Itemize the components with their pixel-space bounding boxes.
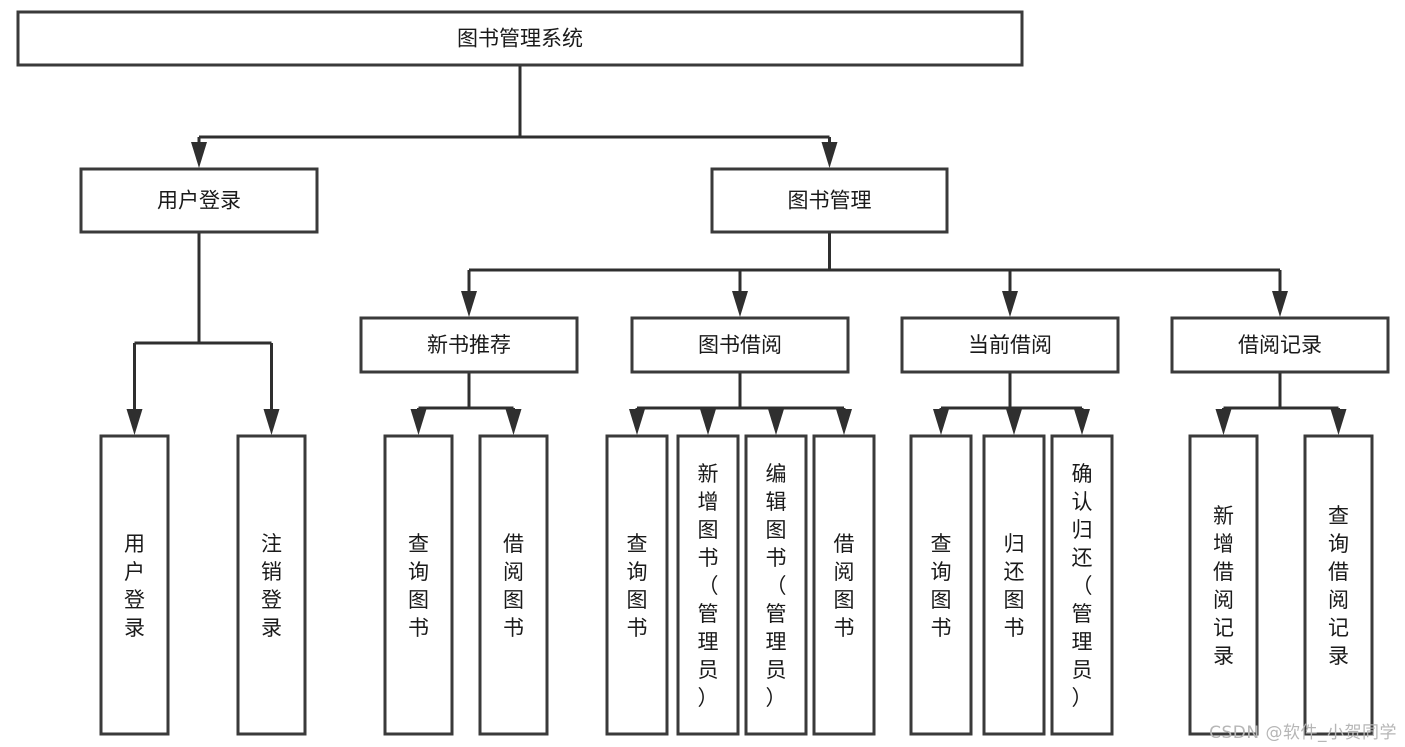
arrow-head-icon xyxy=(1215,409,1232,435)
arrow-head-icon xyxy=(768,409,784,435)
node-user-login[interactable]: 用户登录 xyxy=(79,167,319,234)
node-label: 查询图书 xyxy=(931,532,952,640)
arrow-head-icon xyxy=(1330,409,1347,435)
node-label: 借阅图书 xyxy=(834,532,855,640)
node-label: 查询借阅记录 xyxy=(1328,504,1349,668)
arrow-head-icon xyxy=(1006,409,1022,435)
arrow-head-icon xyxy=(732,291,748,317)
arrow-head-icon xyxy=(410,409,427,435)
node-new-book-rec[interactable]: 新书推荐 xyxy=(359,316,579,374)
node-leaf-edit-book[interactable]: 编辑图书（管理员） xyxy=(744,434,808,736)
arrow-head-icon xyxy=(1074,409,1090,435)
node-box xyxy=(478,434,549,736)
node-leaf-add-book[interactable]: 新增图书（管理员） xyxy=(676,434,740,736)
node-borrow-record[interactable]: 借阅记录 xyxy=(1170,316,1390,374)
node-label: 图书管理系统 xyxy=(457,27,583,51)
node-box xyxy=(99,434,170,736)
arrow-head-icon xyxy=(933,409,949,435)
arrow-head-icon xyxy=(1272,291,1288,317)
node-book-borrow[interactable]: 图书借阅 xyxy=(630,316,850,374)
node-label: 当前借阅 xyxy=(968,333,1052,357)
node-box xyxy=(359,316,579,374)
node-label: 编辑图书（管理员） xyxy=(766,462,787,710)
arrow-head-icon xyxy=(263,409,280,435)
node-box xyxy=(744,434,808,736)
node-label: 新增借阅记录 xyxy=(1213,504,1234,668)
arrow-head-icon xyxy=(191,142,207,168)
node-box xyxy=(1303,434,1374,736)
arrow-head-icon xyxy=(1002,291,1018,317)
node-leaf-add-record[interactable]: 新增借阅记录 xyxy=(1188,434,1259,736)
node-box xyxy=(900,316,1120,374)
node-label: 用户登录 xyxy=(157,189,241,213)
node-box xyxy=(812,434,876,736)
node-book-manage[interactable]: 图书管理 xyxy=(710,167,949,234)
arrow-head-icon xyxy=(126,409,143,435)
node-label: 查询图书 xyxy=(627,532,648,640)
node-box xyxy=(79,167,319,234)
node-label: 新增图书（管理员） xyxy=(698,462,719,710)
node-box xyxy=(383,434,454,736)
arrow-head-icon xyxy=(505,409,522,435)
node-leaf-return-book[interactable]: 归还图书 xyxy=(982,434,1046,736)
arrow-head-icon xyxy=(836,409,852,435)
node-leaf-borrow-book[interactable]: 借阅图书 xyxy=(812,434,876,736)
connectors-layer xyxy=(126,65,1347,435)
node-leaf-borrow-book-rec[interactable]: 借阅图书 xyxy=(478,434,549,736)
node-leaf-query-book-rec[interactable]: 查询图书 xyxy=(383,434,454,736)
watermark-label: CSDN @软件_小贺同学 xyxy=(1209,723,1397,743)
node-leaf-query-book-borrow[interactable]: 查询图书 xyxy=(605,434,669,736)
node-box xyxy=(605,434,669,736)
node-box xyxy=(676,434,740,736)
node-leaf-query-book-cur[interactable]: 查询图书 xyxy=(909,434,973,736)
node-root[interactable]: 图书管理系统 xyxy=(16,10,1024,67)
node-box xyxy=(909,434,973,736)
node-label: 图书借阅 xyxy=(698,333,782,357)
node-label: 注销登录 xyxy=(261,532,282,640)
node-label: 图书管理 xyxy=(788,189,872,213)
node-box xyxy=(236,434,307,736)
node-label: 确认归还（管理员） xyxy=(1072,462,1093,710)
arrow-head-icon xyxy=(700,409,716,435)
node-leaf-logout[interactable]: 注销登录 xyxy=(236,434,307,736)
node-label: 新书推荐 xyxy=(427,333,511,357)
node-box xyxy=(1170,316,1390,374)
node-leaf-user-login[interactable]: 用户登录 xyxy=(99,434,170,736)
node-label: 用户登录 xyxy=(124,532,145,640)
node-label: 归还图书 xyxy=(1004,532,1025,640)
node-current-borrow[interactable]: 当前借阅 xyxy=(900,316,1120,374)
node-leaf-query-record[interactable]: 查询借阅记录 xyxy=(1303,434,1374,736)
node-box xyxy=(16,10,1024,67)
nodes-layer: 图书管理系统用户登录图书管理新书推荐图书借阅当前借阅借阅记录用户登录注销登录查询… xyxy=(16,10,1390,736)
node-box xyxy=(710,167,949,234)
arrow-head-icon xyxy=(821,142,838,168)
node-label: 借阅记录 xyxy=(1238,333,1322,357)
node-box xyxy=(1050,434,1114,736)
node-leaf-confirm-return[interactable]: 确认归还（管理员） xyxy=(1050,434,1114,736)
node-box xyxy=(630,316,850,374)
node-box xyxy=(982,434,1046,736)
node-box xyxy=(1188,434,1259,736)
arrow-head-icon xyxy=(629,409,645,435)
node-label: 查询图书 xyxy=(408,532,429,640)
arrow-head-icon xyxy=(461,291,477,317)
node-label: 借阅图书 xyxy=(503,532,524,640)
